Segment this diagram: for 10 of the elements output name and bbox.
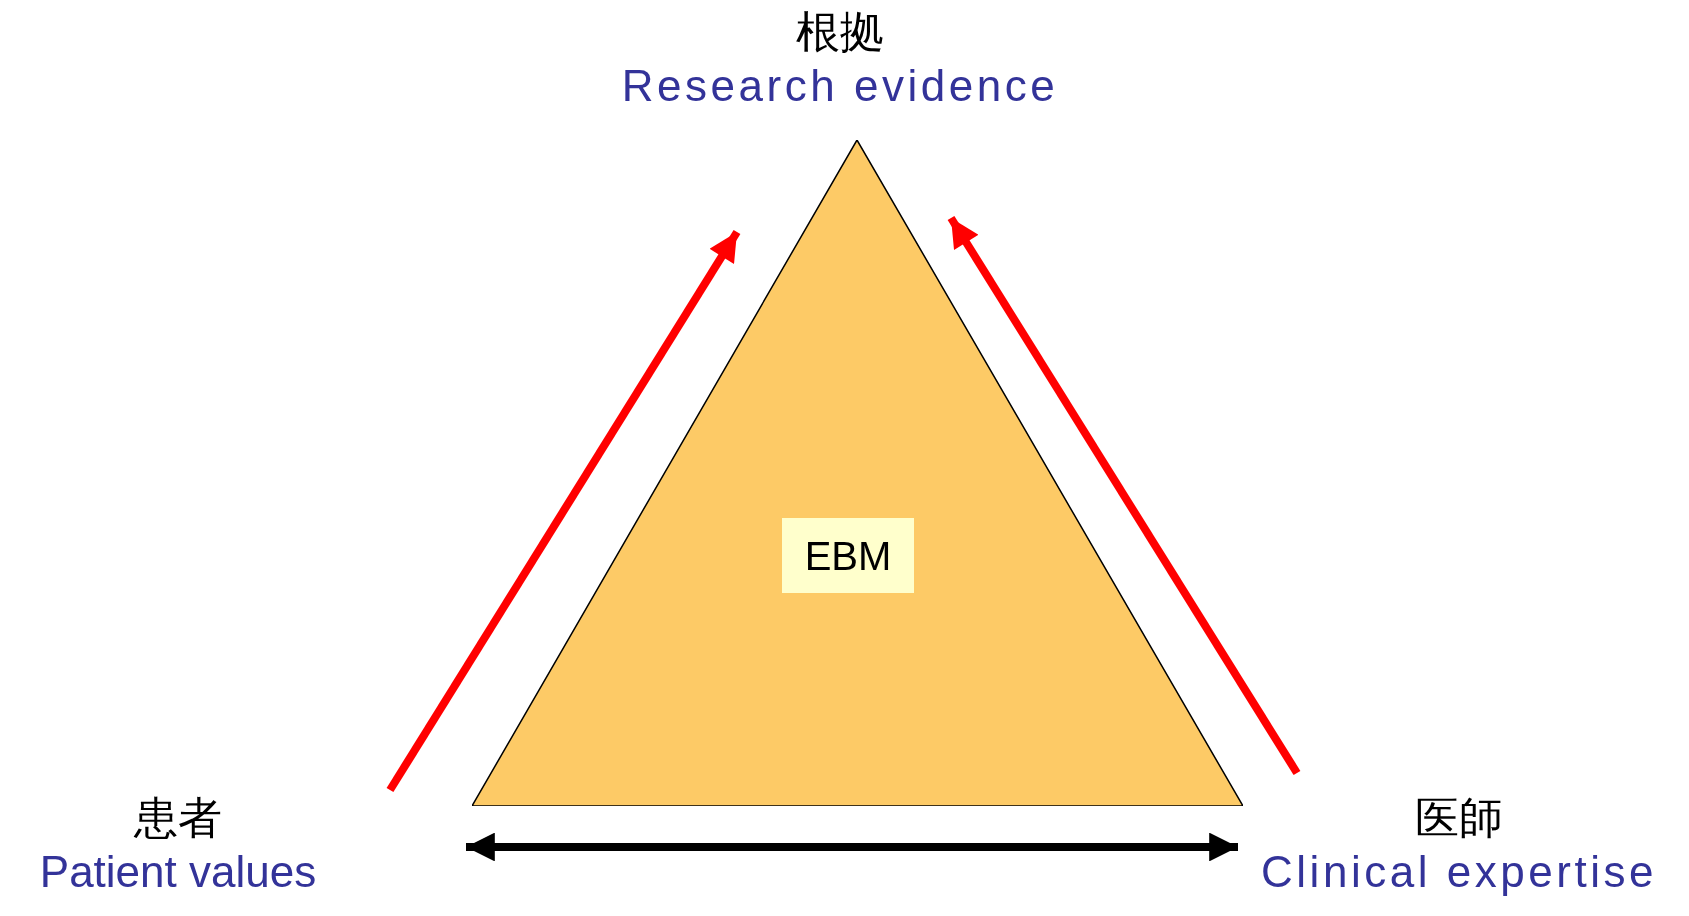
subtitle-text: Patient values <box>39 846 317 898</box>
subtitle-text: Research evidence <box>621 60 1059 112</box>
title-text: 医師 <box>1415 792 1503 844</box>
subtitle-text: Clinical expertise <box>1261 846 1657 898</box>
arrow <box>466 832 1238 862</box>
title-text: 患者 <box>134 792 222 844</box>
arrow <box>947 215 1301 776</box>
title-text: 根拠 <box>796 6 884 58</box>
arrow <box>386 229 741 793</box>
label-box: EBM <box>782 518 914 593</box>
